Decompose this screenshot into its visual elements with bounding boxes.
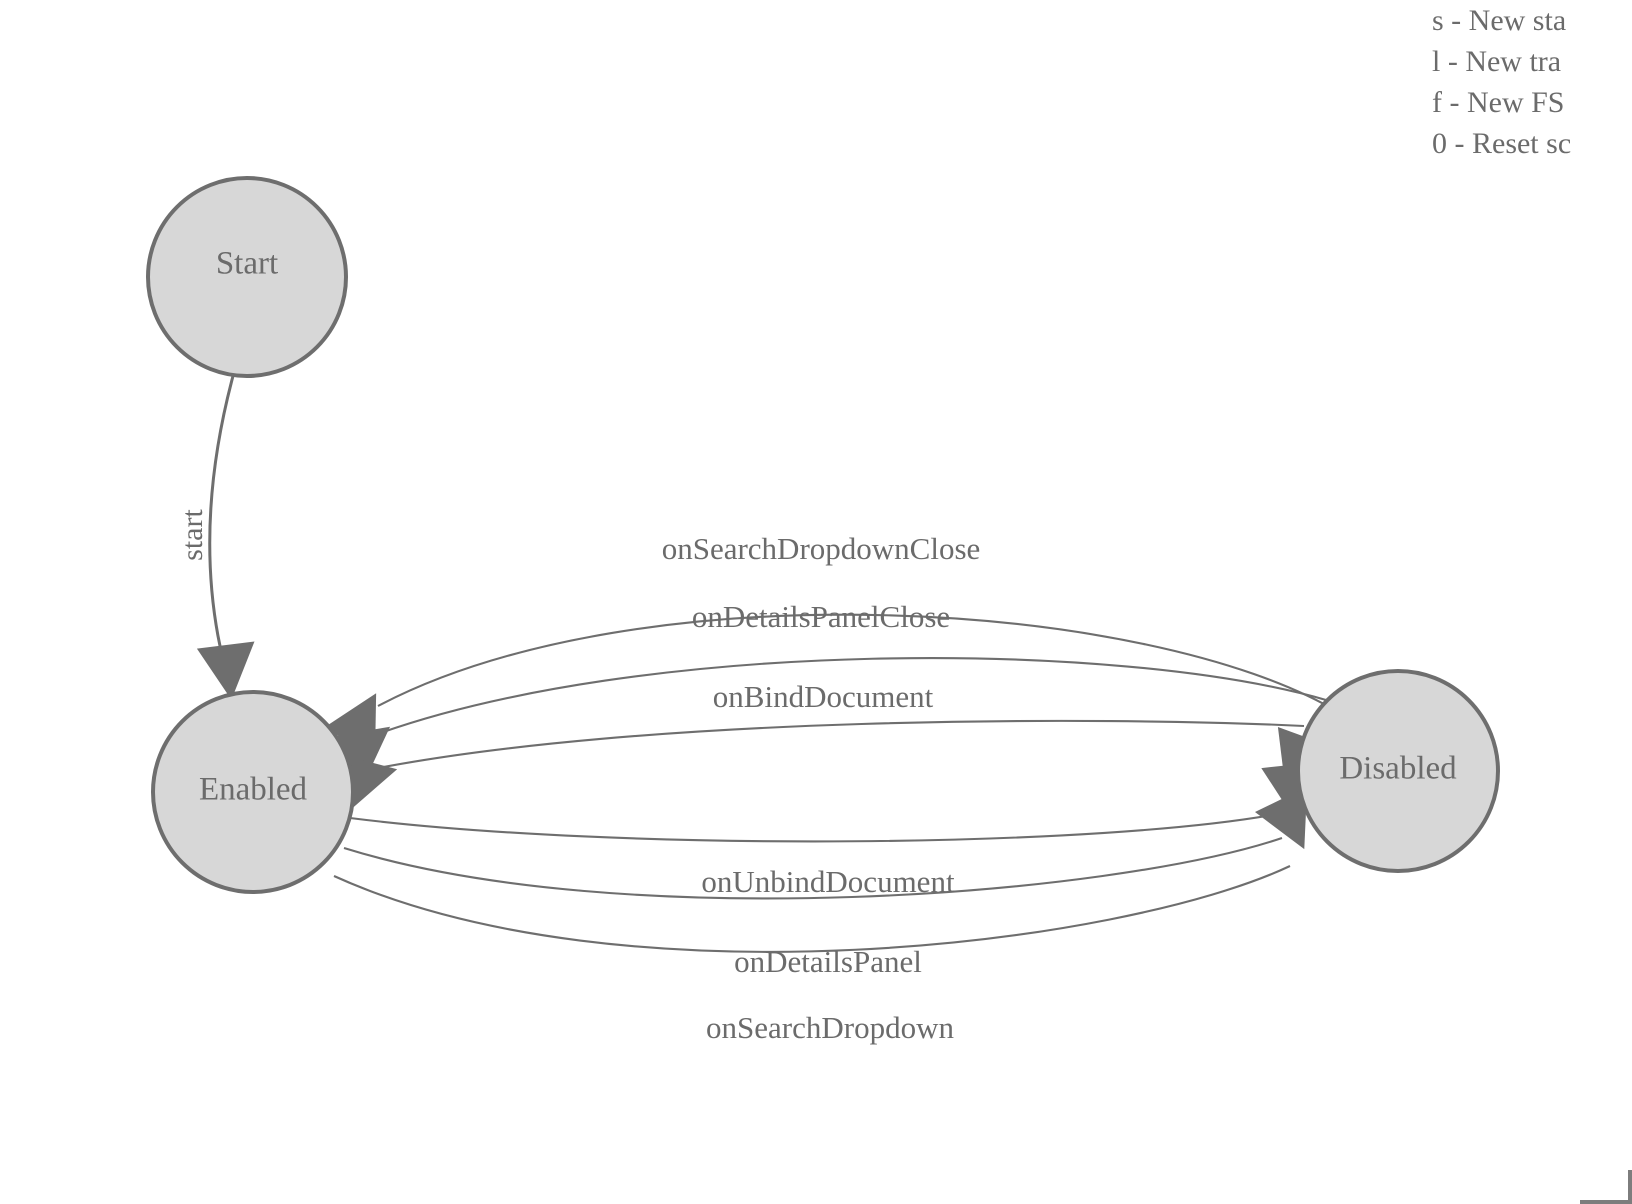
edge-label-ondetailspanel: onDetailsPanel [734,944,922,979]
edge-label-ondetailspanelclose: onDetailsPanelClose [692,599,950,634]
resize-handle-corner[interactable] [1580,1170,1632,1204]
help-legend: s - New sta l - New tra f - New FS 0 - R… [1432,0,1632,164]
edge-label-onbinddocument: onBindDocument [713,679,934,714]
help-line-reset: 0 - Reset sc [1432,127,1572,160]
node-enabled-label: Enabled [199,772,308,808]
edge-label-onsearchdropdown: onSearchDropdown [706,1010,954,1045]
resize-handle-vertical-bar [1628,1170,1632,1204]
help-line-new-state: s - New sta [1432,4,1567,37]
arrowhead-start-icon [196,641,255,700]
edge-path-onsearchdropdown[interactable] [333,865,1291,953]
edge-group-start-to-enabled [196,375,255,700]
arrowhead-onsearchdropdown-icon [1254,786,1308,850]
node-disabled[interactable]: Disabled [1296,669,1500,873]
node-disabled-label: Disabled [1339,751,1457,787]
edge-path-onbinddocument[interactable] [367,719,1305,772]
help-line-new-transition: l - New tra [1432,45,1562,78]
edge-path-start[interactable] [208,375,235,669]
edge-label-start: start [176,509,209,561]
node-enabled[interactable]: Enabled [151,690,355,894]
edge-path-onsearchdropdownclose[interactable] [377,613,1339,713]
node-start-circle[interactable] [146,176,348,378]
help-line-new-fsm: f - New FS [1432,86,1565,119]
node-disabled-circle[interactable] [1296,669,1500,873]
edge-label-onsearchdropdownclose: onSearchDropdownClose [662,531,981,566]
edge-path-onunbinddocument[interactable] [349,810,1289,843]
node-start[interactable]: Start [146,176,348,378]
node-start-label: Start [216,246,278,282]
edge-path-ondetailspanelclose[interactable] [371,657,1327,737]
edge-path-ondetailspanel[interactable] [343,837,1283,900]
edge-label-onunbinddocument: onUnbindDocument [701,864,955,899]
edge-group-disabled-to-enabled [367,613,1339,772]
edge-labels: start onSearchDropdownClose onDetailsPan… [176,509,980,1046]
arrowhead-ondetailspanelclose-icon [328,726,391,783]
node-enabled-circle[interactable] [151,690,355,894]
resize-handle-horizontal-bar [1580,1200,1632,1204]
edge-group-enabled-to-disabled [333,810,1291,953]
